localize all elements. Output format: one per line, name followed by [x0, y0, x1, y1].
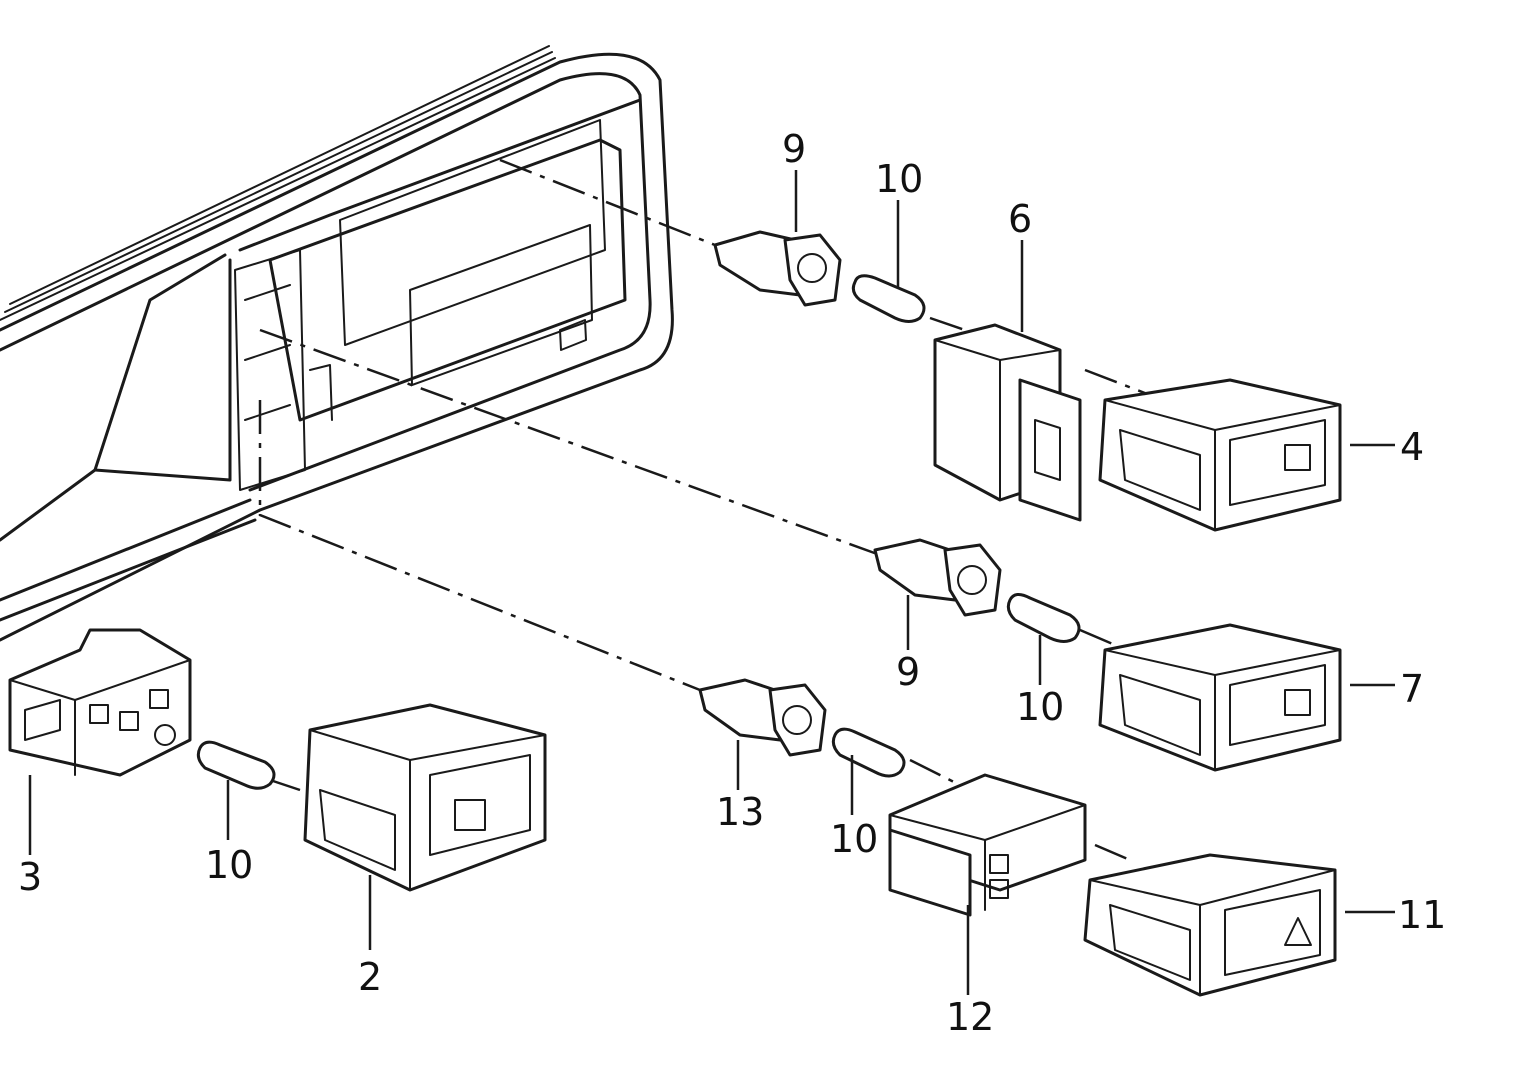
relay-6 [933, 323, 1082, 522]
callout-10-top: 10 [875, 157, 923, 201]
callout-12: 12 [946, 995, 994, 1039]
dashboard-panel [0, 45, 674, 642]
switch-11 [1083, 853, 1337, 997]
leader-lines [28, 170, 1395, 995]
callout-4: 4 [1400, 425, 1424, 469]
callout-7: 7 [1400, 667, 1424, 711]
bulb-holder-low [698, 678, 827, 757]
callout-9-top: 9 [782, 127, 806, 171]
assembly-lines [258, 158, 1151, 862]
relay-3 [8, 628, 192, 777]
callout-13: 13 [716, 790, 764, 834]
bulb-left [196, 740, 276, 790]
bulb-holder-top [713, 230, 842, 307]
callout-9-mid: 9 [896, 650, 920, 694]
bulb-holder-mid [873, 538, 1002, 617]
switch-2 [303, 703, 547, 892]
callout-10-mid: 10 [1016, 685, 1064, 729]
callout-10-left: 10 [205, 843, 253, 887]
switch-7 [1098, 623, 1342, 772]
callout-labels: 9 10 6 4 9 10 7 13 10 11 12 3 10 2 [18, 127, 1446, 1039]
bulb-low [831, 727, 906, 778]
callout-11: 11 [1398, 893, 1446, 937]
switch-4 [1098, 378, 1342, 532]
callout-3: 3 [18, 855, 42, 899]
relay-12 [888, 773, 1087, 917]
bulb-top [851, 274, 926, 323]
callout-10-low: 10 [830, 817, 878, 861]
bulb-mid [1006, 593, 1081, 643]
callout-2: 2 [358, 955, 382, 999]
callout-6: 6 [1008, 197, 1032, 241]
